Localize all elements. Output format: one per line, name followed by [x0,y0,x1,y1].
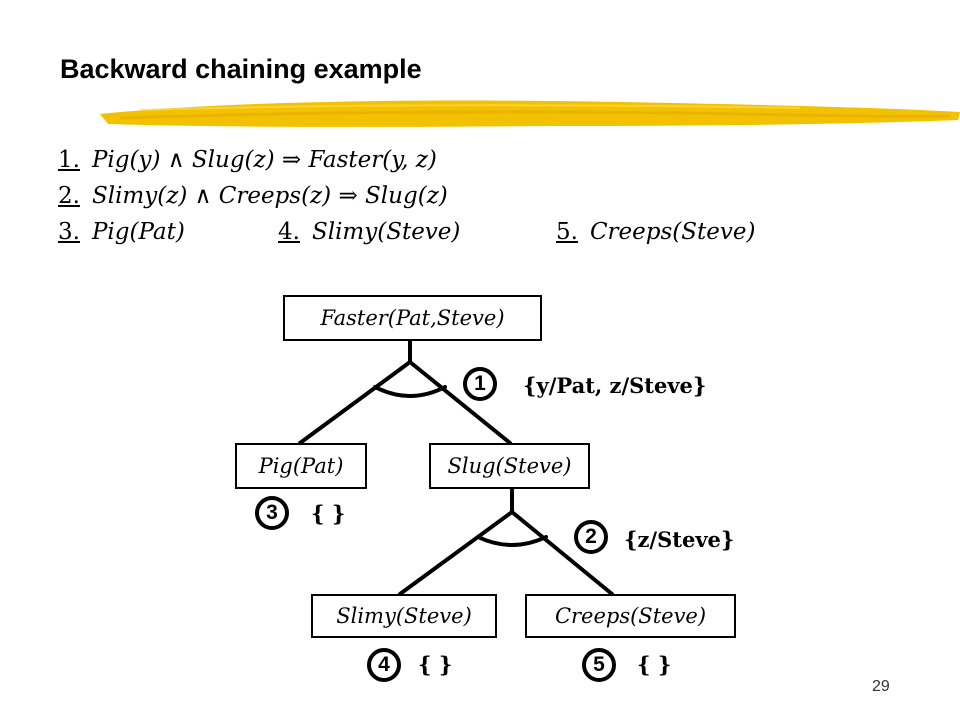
substitution-5: { } [637,652,672,677]
rule-1: 1. Pig(y) ∧ Slug(z) ⇒ Faster(y, z) [58,142,448,178]
rule-number: 1. [58,147,80,173]
rule-text: Pig(y) ∧ Slug(z) ⇒ Faster(y, z) [91,147,437,173]
fact-text: Slimy(Steve) [311,219,461,245]
and-arc-1 [373,385,447,398]
slide-title: Backward chaining example [60,54,422,84]
rule-text: Slimy(z) ∧ Creeps(z) ⇒ Slug(z) [91,183,448,209]
goal-node-root: Faster(Pat,Steve) [283,295,542,341]
goal-node-pig: Pig(Pat) [235,443,367,489]
fact-4: 4. Slimy(Steve) [278,214,460,250]
step-badge-3: 3 [255,496,289,530]
page-number: 29 [872,678,890,695]
goal-node-slimy: Slimy(Steve) [311,594,497,638]
title-underline-brushstroke [100,100,960,127]
fact-number: 4. [278,219,300,245]
goal-node-creeps: Creeps(Steve) [525,594,736,638]
facts-line: 3. Pig(Pat) 4. Slimy(Steve) 5. Creeps(Steve… [58,214,755,250]
fact-3: 3. Pig(Pat) [58,214,185,250]
goal-node-slug: Slug(Steve) [429,443,590,489]
fact-number: 5. [556,219,578,245]
edge-slug-creeps [510,510,614,596]
edge-slug-slimy [398,510,514,596]
rule-list: 1. Pig(y) ∧ Slug(z) ⇒ Faster(y, z) 2. Slim… [58,142,755,250]
step-badge-2: 2 [574,520,608,554]
edge-root-slug [408,360,512,445]
rule-number: 2. [58,183,80,209]
fact-text: Creeps(Steve) [589,219,756,245]
fact-5: 5. Creeps(Steve) [556,214,755,250]
fact-text: Pig(Pat) [91,219,185,245]
substitution-2: {z/Steve} [624,527,735,552]
fact-number: 3. [58,219,80,245]
rule-2: 2. Slimy(z) ∧ Creeps(z) ⇒ Slug(z) [58,178,448,214]
substitution-4: { } [418,652,453,677]
step-badge-4: 4 [367,648,401,682]
substitution-1: {y/Pat, z/Steve} [523,373,707,398]
step-badge-1: 1 [463,367,497,401]
edge-root-pig [298,360,412,445]
and-arc-2 [476,535,548,547]
step-badge-5: 5 [582,648,616,682]
substitution-3: { } [311,501,346,526]
